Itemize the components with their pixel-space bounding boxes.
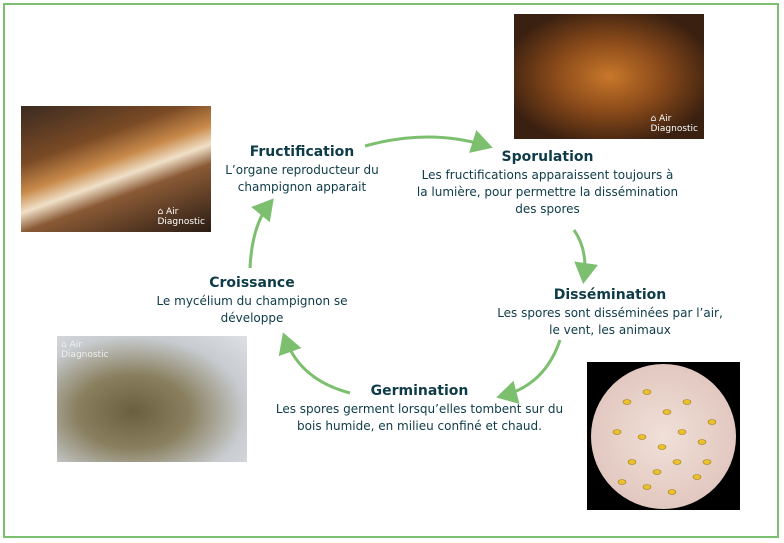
arrow-dissemination-germination [496,339,562,404]
stage-text: Le mycélium du champignon se développe [156,294,348,325]
stage-text: L’organe reproducteur du champignon appa… [225,163,379,194]
stage-title: Dissémination [553,287,667,303]
arrow-fructification-sporulation [364,130,493,153]
arrow-sporulation-dissemination [572,229,598,284]
stage-text: Les fructifications apparaissent toujour… [416,168,679,216]
arrow-germination-croissance [278,332,351,395]
stage-fructification: Fructification L’organe reproducteur du … [212,144,392,196]
stage-title: Croissance [209,275,295,291]
spores [612,389,717,495]
stage-germination: Germination Les spores germent lorsqu’el… [262,383,577,435]
stage-title: Germination [370,383,469,399]
photo-spores-microscope [587,362,740,510]
stage-title: Sporulation [501,149,594,165]
diagram-frame [3,3,779,538]
stage-text: Les spores sont disséminées par l’air, l… [497,306,723,337]
stage-title: Fructification [249,144,355,160]
stage-text: Les spores germent lorsqu’elles tombent … [275,402,564,433]
stage-croissance: Croissance Le mycélium du champignon se … [142,275,362,327]
arrow-croissance-fructification [248,198,274,269]
stage-dissemination: Dissémination Les spores sont disséminée… [495,287,725,339]
stage-sporulation: Sporulation Les fructifications apparais… [415,149,680,218]
